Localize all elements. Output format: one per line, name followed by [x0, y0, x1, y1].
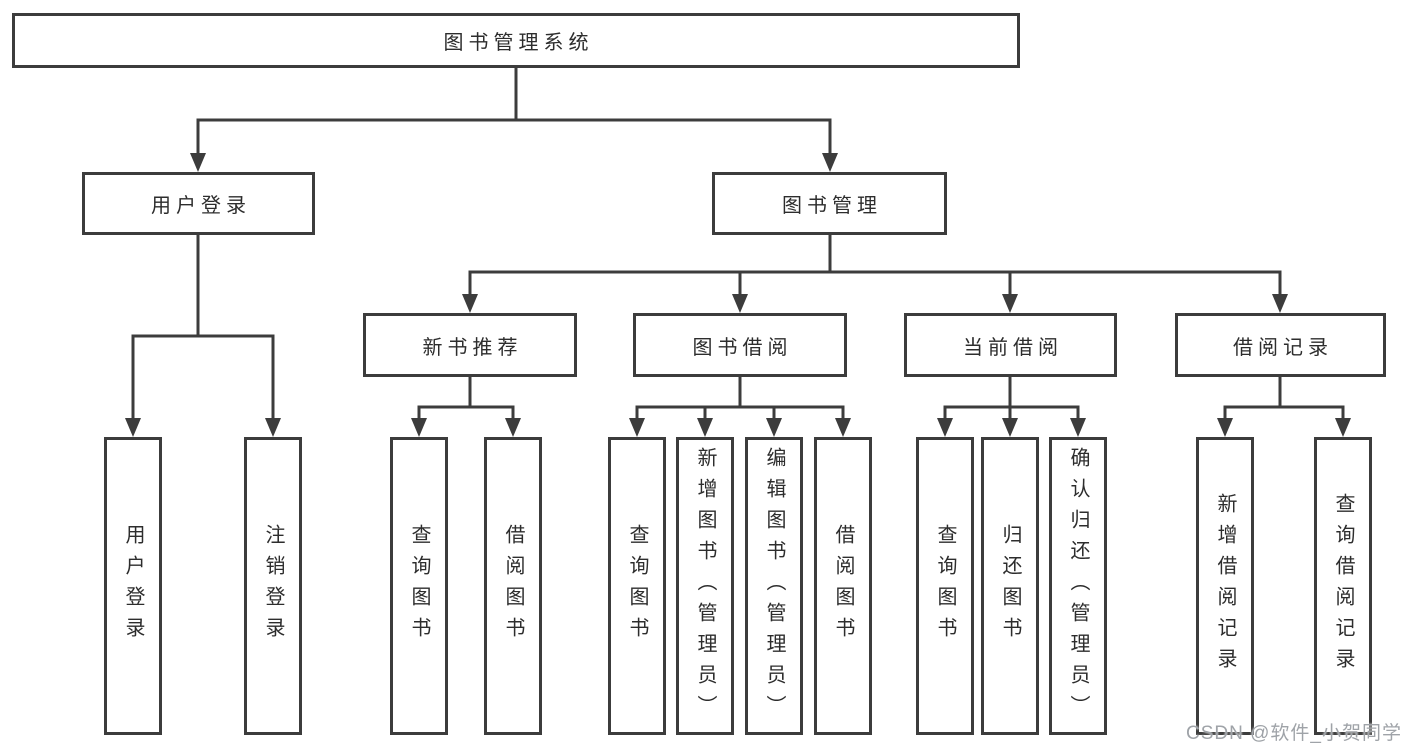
leaf-borrow-query-books-label: 查询图书	[626, 524, 648, 648]
leaf-current-query-books: 查询图书	[916, 437, 974, 735]
leaf-logout-login-label: 注销登录	[262, 524, 284, 648]
csdn-watermark: CSDN @软件_小贺同学	[1186, 723, 1402, 744]
node-user-login-label: 用户登录	[151, 195, 251, 217]
leaf-borrow-borrow-books: 借阅图书	[814, 437, 872, 735]
leaf-records-add-record: 新增借阅记录	[1196, 437, 1254, 735]
leaf-recommend-borrow-books-label: 借阅图书	[502, 524, 524, 648]
node-book-management: 图书管理	[712, 172, 947, 235]
leaf-logout-login: 注销登录	[244, 437, 302, 735]
node-user-login: 用户登录	[82, 172, 315, 235]
node-current-borrow-label: 当前借阅	[963, 336, 1063, 359]
leaf-current-confirm-return-admin: 确认归还（管理员）	[1049, 437, 1107, 735]
leaf-borrow-query-books: 查询图书	[608, 437, 666, 735]
leaf-user-login-label: 用户登录	[122, 524, 144, 648]
leaf-recommend-query-books-label: 查询图书	[408, 524, 430, 648]
leaf-current-return-books: 归还图书	[981, 437, 1039, 735]
leaf-borrow-edit-books-admin-label: 编辑图书（管理员）	[763, 446, 785, 726]
node-book-borrow: 图书借阅	[633, 313, 847, 377]
leaf-borrow-edit-books-admin: 编辑图书（管理员）	[745, 437, 803, 735]
leaf-recommend-query-books: 查询图书	[390, 437, 448, 735]
node-book-borrow-label: 图书借阅	[692, 336, 793, 359]
node-book-management-label: 图书管理	[782, 195, 882, 217]
node-current-borrow: 当前借阅	[904, 313, 1117, 377]
leaf-current-confirm-return-admin-label: 确认归还（管理员）	[1067, 446, 1089, 726]
leaf-records-query-record: 查询借阅记录	[1314, 437, 1372, 735]
node-new-book-recommend-label: 新书推荐	[422, 336, 523, 359]
leaf-borrow-add-books-admin: 新增图书（管理员）	[676, 437, 734, 735]
leaf-borrow-borrow-books-label: 借阅图书	[832, 524, 854, 648]
leaf-user-login: 用户登录	[104, 437, 162, 735]
node-borrow-records: 借阅记录	[1175, 313, 1386, 377]
leaf-borrow-add-books-admin-label: 新增图书（管理员）	[694, 446, 716, 726]
leaf-records-query-record-label: 查询借阅记录	[1332, 493, 1354, 679]
leaf-records-add-record-label: 新增借阅记录	[1214, 493, 1236, 679]
node-root: 图书管理系统	[12, 13, 1020, 68]
node-borrow-records-label: 借阅记录	[1233, 336, 1333, 359]
node-root-label: 图书管理系统	[443, 32, 594, 54]
leaf-current-query-books-label: 查询图书	[934, 524, 956, 648]
node-new-book-recommend: 新书推荐	[363, 313, 577, 377]
leaf-recommend-borrow-books: 借阅图书	[484, 437, 542, 735]
leaf-current-return-books-label: 归还图书	[999, 524, 1021, 648]
